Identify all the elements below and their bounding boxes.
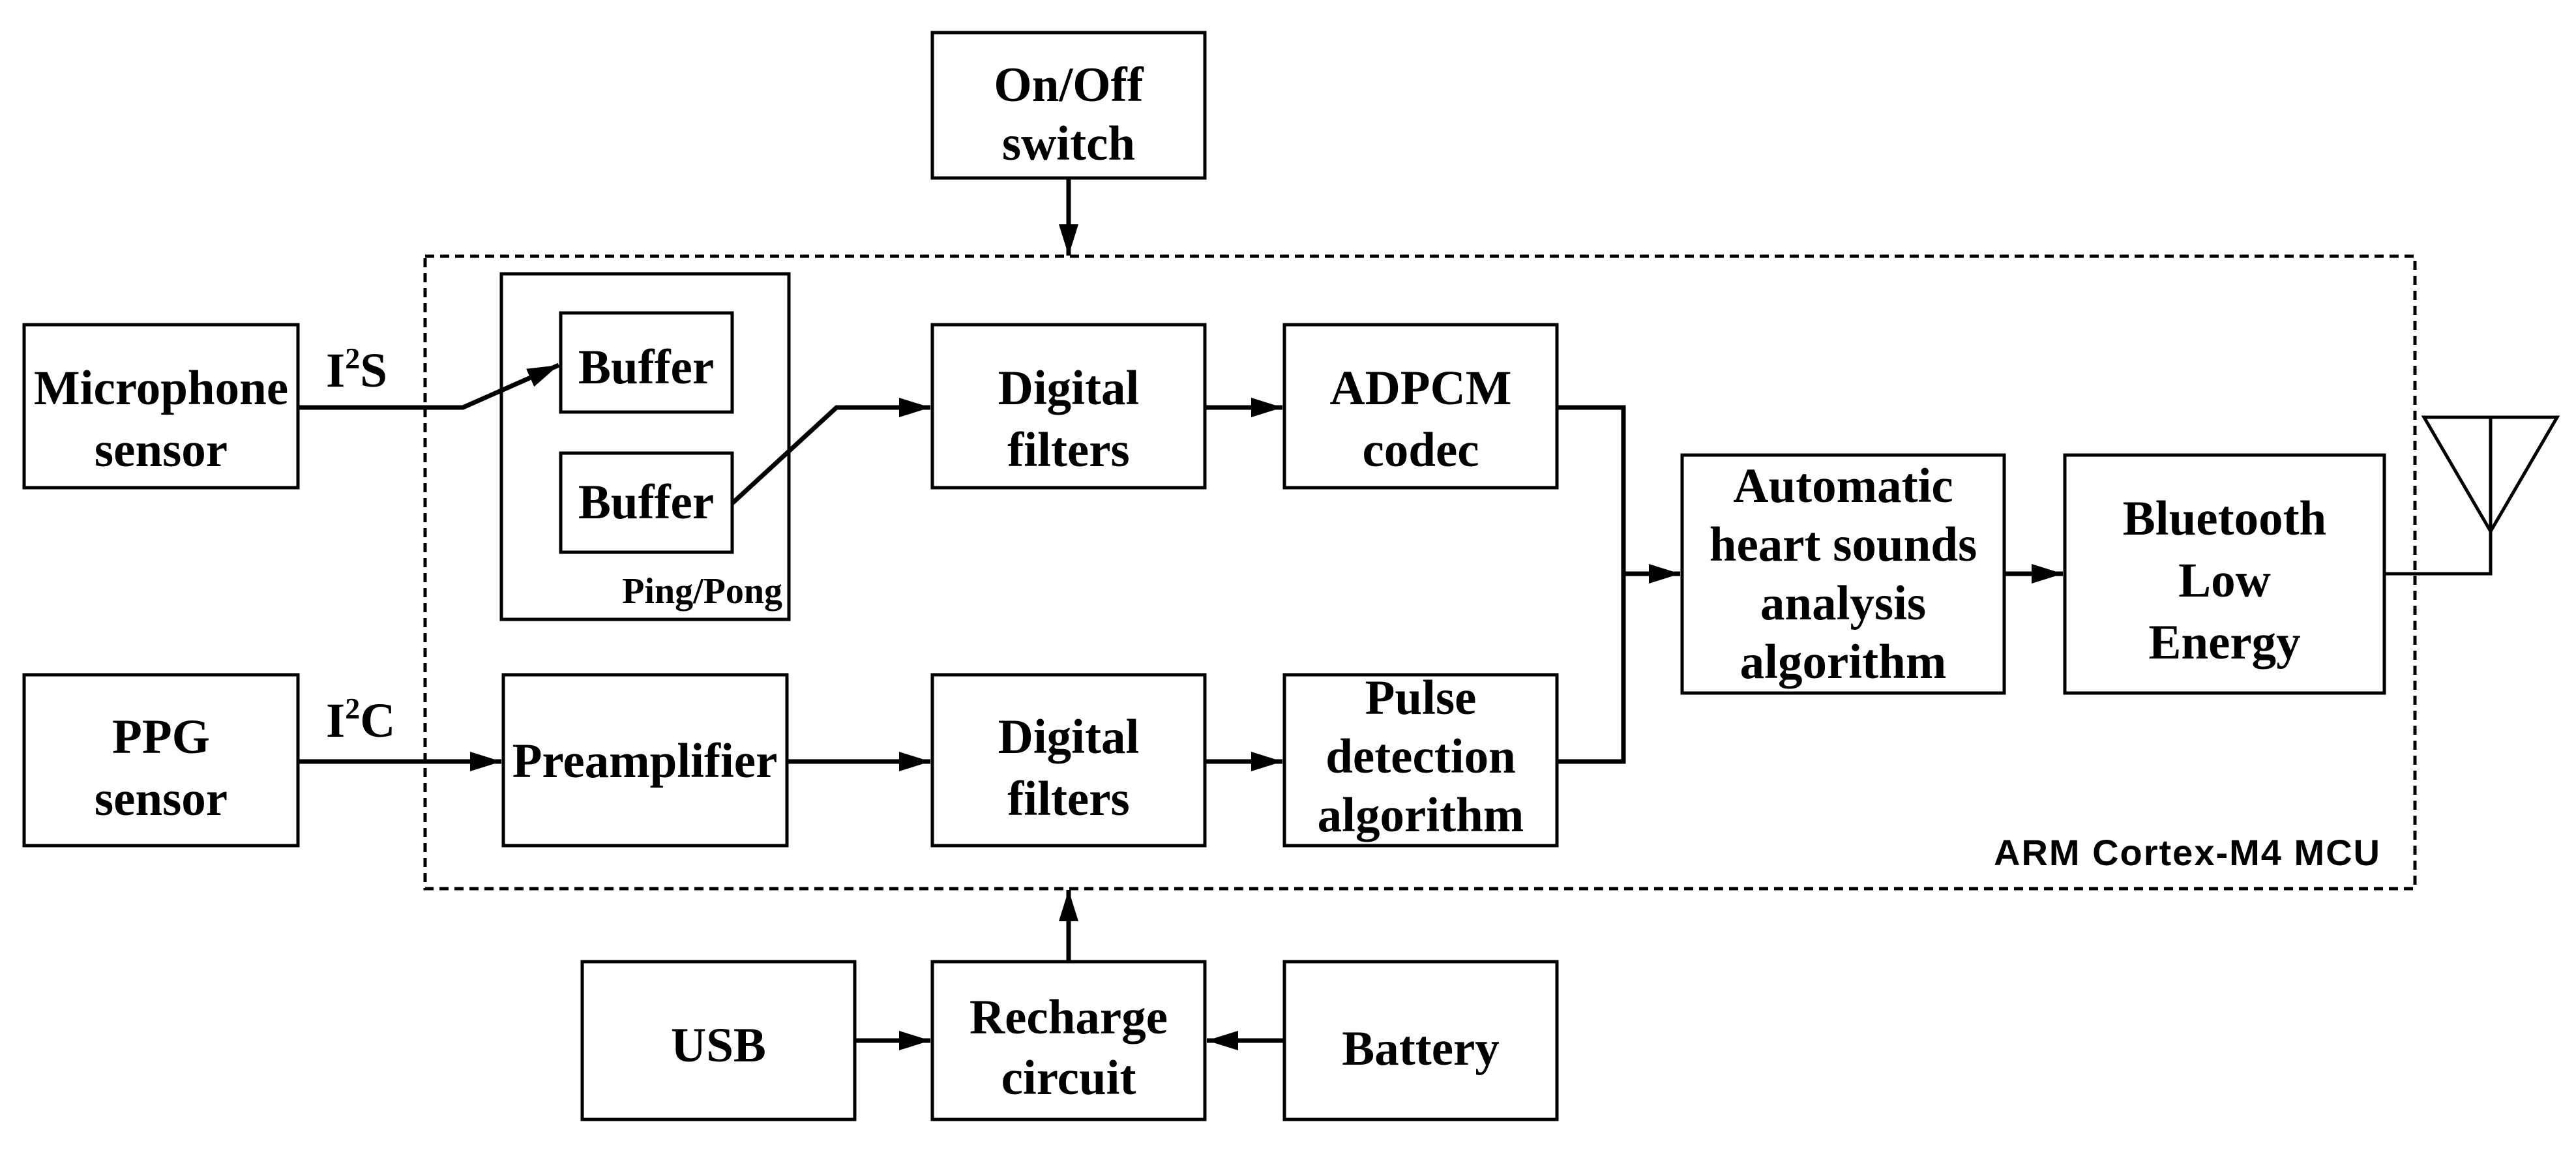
digital-filters-block-bottom: Digital filters [930,673,1207,848]
ping-pong-label: Ping/Pong [622,571,782,612]
mcu-label: ARM Cortex-M4 MCU [1994,832,2381,873]
ble-label-line1: Bluetooth [2123,492,2327,546]
preamplifier-block: Preamplifier [501,673,789,848]
adpcm-label-line2: codec [1362,423,1479,477]
microphone-sensor-block: Microphone sensor [22,323,300,490]
battery-label: Battery [1342,1022,1500,1076]
bluetooth-le-block: Bluetooth Low Energy [2063,453,2386,695]
arrow-buffer-to-digital-filters [730,398,930,505]
mcu-boundary [423,254,2417,891]
ppg-label-line2: sensor [95,772,228,826]
ble-label-line3: Energy [2148,615,2300,670]
heart-label-line2: heart sounds [1710,518,1977,572]
ppg-label-line1: PPG [112,710,210,764]
pulse-label-line3: algorithm [1318,788,1524,842]
usb-block: USB [580,960,857,1121]
digital-filters-top-line1: Digital [998,361,1140,415]
digital-filters-bottom-line2: filters [1007,772,1129,826]
antenna-icon [2384,415,2560,576]
arrow-microphone-to-buffer [298,362,560,410]
microphone-label-line2: sensor [95,423,228,477]
heart-label-line3: analysis [1760,576,1926,630]
buffer-pong-label: Buffer [578,475,714,529]
pulse-label-line2: detection [1325,730,1516,784]
onoff-label-line2: switch [1002,117,1135,171]
adpcm-label-line1: ADPCM [1329,361,1511,415]
pulse-detection-block: Pulse detection algorithm [1282,671,1559,848]
onoff-label-line1: On/Off [994,58,1144,112]
i2s-label: I2S [326,342,387,398]
recharge-circuit-block: Recharge circuit [930,960,1207,1121]
digital-filters-bottom-line1: Digital [998,710,1140,764]
heart-label-line1: Automatic [1733,459,1953,513]
buffer-block-pong: Buffer [559,451,734,554]
usb-label: USB [671,1018,766,1073]
heart-sounds-analysis-block: Automatic heart sounds analysis algorith… [1680,453,2006,695]
digital-filters-block-top: Digital filters [930,323,1207,490]
recharge-label-line2: circuit [1001,1051,1136,1105]
preamplifier-label: Preamplifier [512,734,778,788]
digital-filters-top-line2: filters [1007,423,1129,477]
battery-block: Battery [1282,960,1559,1121]
heart-label-line4: algorithm [1740,635,1947,689]
onoff-switch-block: On/Off switch [930,31,1207,180]
adpcm-codec-block: ADPCM codec [1282,323,1559,490]
recharge-label-line1: Recharge [970,990,1168,1044]
line-adpcm-to-merge [1557,405,1626,764]
microphone-label-line1: Microphone [34,361,288,415]
i2c-label: I2C [326,692,395,748]
pulse-label-line1: Pulse [1365,671,1477,725]
buffer-ping-label: Buffer [578,340,714,394]
ble-label-line2: Low [2178,554,2271,608]
buffer-block-ping: Buffer [559,311,734,414]
ppg-sensor-block: PPG sensor [22,673,300,848]
